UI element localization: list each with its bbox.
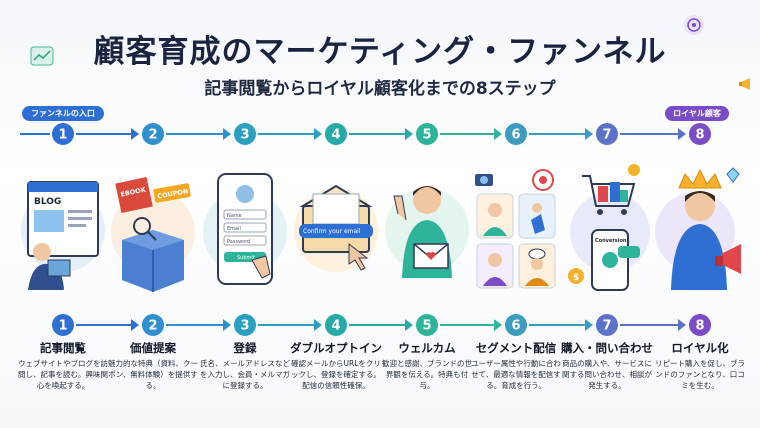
step-number-circle	[689, 123, 711, 145]
subtitle: 記事閲覧からロイヤル顧客化までの8ステップ	[204, 79, 556, 99]
step-number-circle	[234, 314, 256, 336]
connector-arrow	[131, 128, 139, 140]
step-number: 3	[240, 319, 249, 334]
connector-arrow	[405, 319, 413, 331]
step-number: 7	[602, 128, 611, 143]
step-number-circle	[325, 314, 347, 336]
welcome-person-icon	[382, 160, 472, 306]
loyal-pill: ロイヤル顧客	[665, 106, 729, 121]
connector-arrow	[131, 319, 139, 331]
step-number-row-top: 1 2 3 4 5 6 7 8	[0, 122, 760, 146]
step-label: 価値提案	[130, 341, 176, 355]
step-number: 3	[240, 128, 249, 143]
step-description: 歓迎と感謝、ブランドの世界観を伝える。特典も付与。	[382, 359, 472, 390]
step-number: 8	[695, 128, 704, 143]
step-number-circle	[689, 314, 711, 336]
entry-pill: ファンネルの入口	[22, 106, 104, 121]
confirm-email-icon: Confirm your email	[291, 160, 381, 306]
target-icon	[684, 15, 704, 35]
step-number: 2	[148, 128, 157, 143]
chart-card-icon	[30, 46, 54, 66]
connector-arrow	[678, 319, 686, 331]
svg-text:BLOG: BLOG	[34, 197, 61, 207]
step-number-circle	[142, 123, 164, 145]
step-number: 1	[58, 319, 67, 334]
connector-arrow	[678, 128, 686, 140]
connector-arrow	[405, 128, 413, 140]
connector-arrow	[223, 128, 231, 140]
step-number-circle	[416, 123, 438, 145]
connector-arrow	[223, 319, 231, 331]
megaphone-icon	[739, 78, 750, 90]
step-number-circle	[596, 314, 618, 336]
step-label: 購入・問い合わせ	[561, 341, 653, 355]
svg-text:Password: Password	[227, 239, 250, 245]
connector-arrow	[314, 128, 322, 140]
step-number-circle	[234, 123, 256, 145]
step-number: 8	[695, 319, 704, 334]
loyal-crown-icon	[655, 160, 745, 306]
svg-text:$: $	[573, 273, 579, 283]
svg-text:Name: Name	[227, 213, 242, 219]
step-number-circle	[505, 314, 527, 336]
svg-text:Submit: Submit	[237, 255, 255, 261]
step-number: 1	[58, 128, 67, 143]
step-number-circle	[505, 123, 527, 145]
step-number: 6	[511, 128, 520, 143]
step-number: 4	[331, 319, 340, 334]
title: 顧客育成のマーケティング・ファンネル	[93, 34, 667, 70]
step-number-circle	[142, 314, 164, 336]
connector-arrow	[585, 319, 593, 331]
step-number: 4	[331, 128, 340, 143]
step-label: セグメント配信	[475, 341, 557, 355]
gift-box-icon: EBOOK COUPON	[108, 160, 198, 306]
step-number-row-bottom: 1 2 3 4 5 6 7 8	[0, 313, 760, 337]
step-label: ウェルカム	[398, 341, 456, 355]
step-number-circle	[596, 123, 618, 145]
step-label: ロイヤル化	[671, 341, 729, 355]
svg-text:Email: Email	[227, 226, 241, 232]
step-description: 魅力的な特典（資料、クーポン、無料体験）を提供する。	[108, 359, 198, 390]
step-number: 5	[422, 128, 431, 143]
step-description: ウェブサイトやブログを訪問し、記事を読む。興味関心を喚起する。	[18, 359, 108, 390]
step-number: 6	[511, 319, 520, 334]
step-number: 2	[148, 319, 157, 334]
step-number: 5	[422, 319, 431, 334]
step-number: 7	[602, 319, 611, 334]
connector-arrow	[494, 319, 502, 331]
step-number-circle	[325, 123, 347, 145]
connector-arrow	[585, 128, 593, 140]
connector-arrow	[494, 128, 502, 140]
step-description: リピート購入を促し、ブランドのファンとなり、口コミを生む。	[655, 359, 745, 390]
step-number-circle	[52, 123, 74, 145]
step-label: 記事閲覧	[40, 341, 86, 355]
step-description: 氏名、メールアドレスなどを入力し、会員・メルマガに登録する。	[200, 359, 290, 390]
step-number-circle	[52, 314, 74, 336]
blog-reading-icon: BLOG	[18, 160, 108, 306]
step-number-circle	[416, 314, 438, 336]
step-description: 確認メールからURLをクリックし、登録を確定する。配信の信頼性確保。	[291, 359, 381, 390]
step-description: ユーザー属性や行動に合わせて、最適な情報を配信する。育成を行う。	[471, 359, 561, 390]
connector-arrow	[314, 319, 322, 331]
step-description: 商品の購入や、サービスに関する問い合わせ、相談が発生する。	[562, 359, 652, 390]
segment-icon	[471, 160, 561, 306]
step-label: ダブルオプトイン	[290, 341, 382, 355]
svg-text:Confirm your email: Confirm your email	[303, 228, 361, 235]
svg-text:Conversion: Conversion	[595, 238, 627, 244]
purchase-icon: Conversion $	[562, 160, 652, 306]
signup-form-icon: Name Email Password Submit	[200, 160, 290, 306]
step-label: 登録	[233, 341, 257, 355]
